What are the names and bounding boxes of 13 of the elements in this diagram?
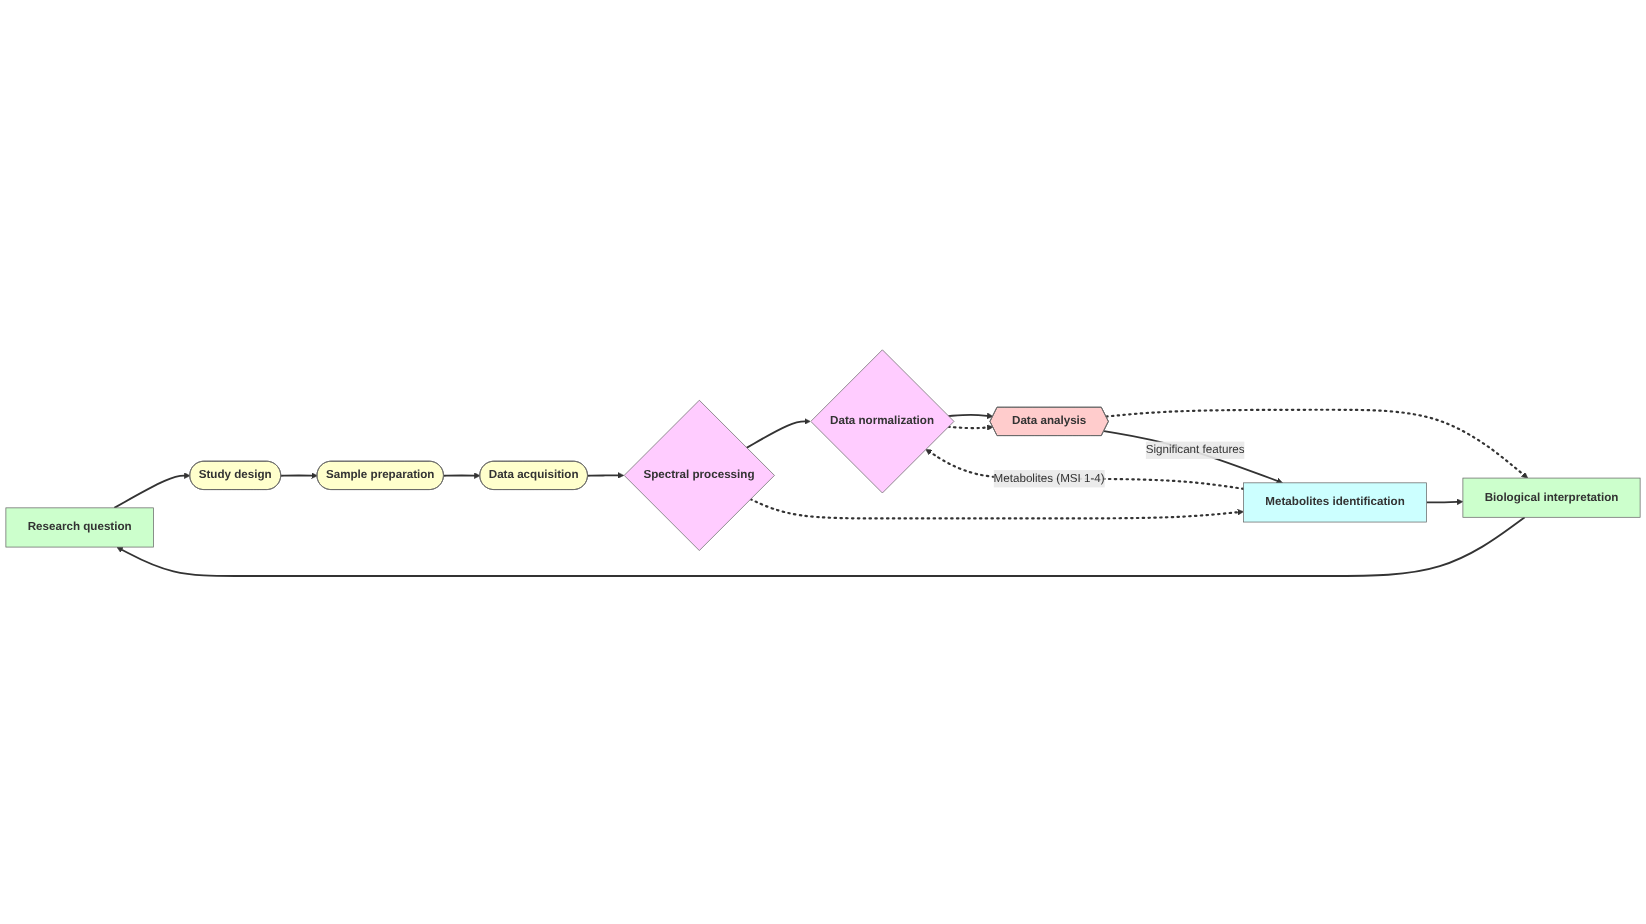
arrow [1103, 429, 1283, 483]
arrow [1425, 497, 1464, 505]
arrow [442, 471, 481, 478]
arrow [1105, 407, 1528, 478]
arrow [116, 515, 1526, 576]
arrow [947, 423, 994, 430]
arrow [586, 471, 625, 478]
arrow [113, 471, 191, 508]
arrow [947, 411, 994, 419]
arrow [280, 471, 318, 478]
arrow [749, 497, 1244, 519]
arrow [745, 417, 811, 448]
arrow [925, 448, 1245, 490]
